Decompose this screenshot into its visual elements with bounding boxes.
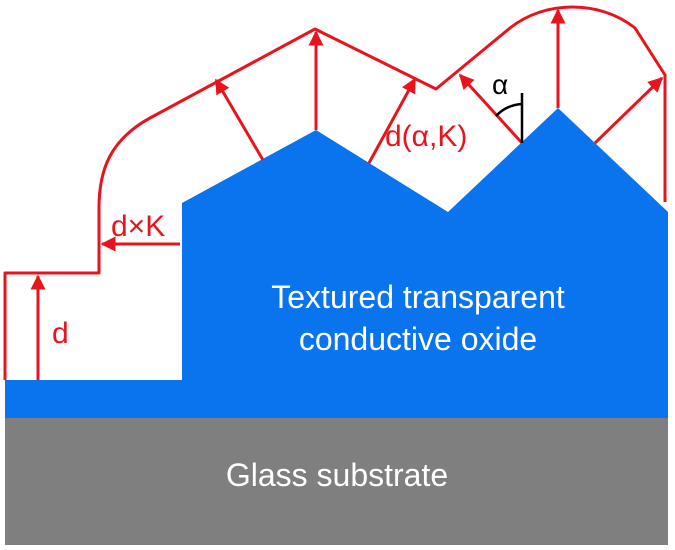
tco-label-line2: conductive oxide (299, 321, 537, 357)
d-alpha-k-label: d(α,K) (385, 120, 467, 153)
film-outline (3, 5, 667, 380)
alpha-angle-mark (495, 93, 524, 143)
arrow-left-slope (214, 78, 265, 161)
growth-arrows (30, 8, 664, 380)
dxk-label: d×K (111, 210, 165, 243)
arrow-valley-slope (367, 77, 417, 164)
d-label: d (52, 317, 69, 350)
glass-substrate (5, 418, 668, 545)
tco-layer (5, 108, 668, 418)
glass-label: Glass substrate (226, 457, 448, 493)
tco-label-line1: Textured transparent (271, 279, 565, 315)
alpha-label: α (492, 69, 508, 100)
arrow-right-slope (593, 76, 664, 145)
arrow-second-left-slope (458, 73, 524, 145)
